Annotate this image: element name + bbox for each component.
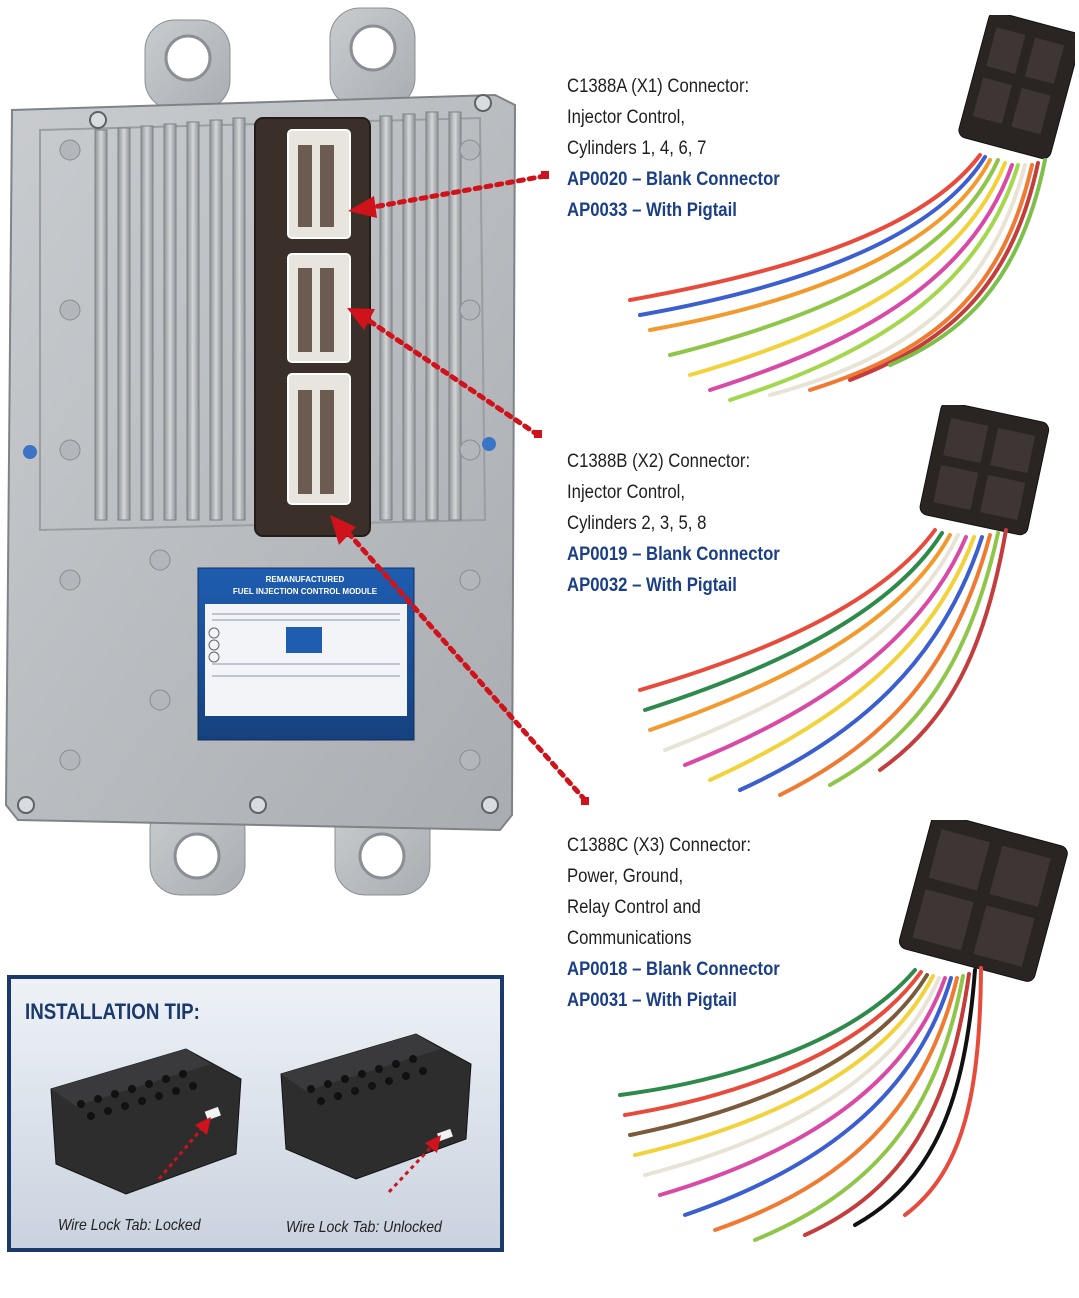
connector-x1-cylinders: Cylinders 1, 4, 6, 7 bbox=[567, 138, 707, 159]
connector-locked-image bbox=[50, 1048, 242, 1195]
connector-x3-function-1: Power, Ground, bbox=[567, 866, 684, 887]
connector-x3-part-blank: AP0018 – Blank Connector bbox=[567, 959, 780, 980]
connector-x2-description: C1388B (X2) Connector: Injector Control,… bbox=[567, 446, 780, 601]
pigtail-x1-image bbox=[628, 15, 1075, 402]
arrow-x2-line bbox=[365, 317, 541, 438]
connector-x2-title: C1388B (X2) Connector: bbox=[567, 451, 751, 472]
arrow-x2-head bbox=[347, 308, 375, 330]
arrow-x3-head bbox=[330, 515, 356, 545]
connector-unlocked-image bbox=[280, 1033, 472, 1180]
connector-x1-function: Injector Control, bbox=[567, 107, 686, 128]
connector-x2-cylinders: Cylinders 2, 3, 5, 8 bbox=[567, 513, 707, 534]
connector-x3-function-2: Relay Control and bbox=[567, 897, 701, 918]
pigtail-x2-image bbox=[638, 405, 1050, 797]
unlocked-caption: Wire Lock Tab: Unlocked bbox=[286, 1219, 442, 1236]
arrow-x1-line bbox=[365, 173, 548, 211]
connector-x3-function-3: Communications bbox=[567, 928, 692, 949]
connector-x2-function: Injector Control, bbox=[567, 482, 686, 503]
installation-tip-box: INSTALLATION TIP: Wire Lock Tab: Locked … bbox=[7, 975, 504, 1252]
connector-x3-title: C1388C (X3) Connector: bbox=[567, 835, 752, 856]
connector-x3-part-pigtail: AP0031 – With Pigtail bbox=[567, 990, 737, 1011]
locked-caption: Wire Lock Tab: Locked bbox=[58, 1217, 201, 1234]
arrow-x1-head bbox=[348, 196, 377, 218]
fuel-injection-control-module-image: REMANUFACTURED FUEL INJECTION CONTROL MO… bbox=[4, 7, 517, 896]
connector-x2-part-blank: AP0019 – Blank Connector bbox=[567, 544, 780, 565]
connector-x1-part-blank: AP0020 – Blank Connector bbox=[567, 169, 780, 190]
locked-arrow bbox=[157, 1117, 211, 1180]
connector-x2-part-pigtail: AP0032 – With Pigtail bbox=[567, 575, 737, 596]
connector-x1-description: C1388A (X1) Connector: Injector Control,… bbox=[567, 71, 780, 226]
connector-x3-description: C1388C (X3) Connector: Power, Ground, Re… bbox=[567, 830, 780, 1016]
connector-x1-title: C1388A (X1) Connector: bbox=[567, 76, 750, 97]
pigtail-x3-image bbox=[618, 820, 1068, 1242]
unlocked-arrow bbox=[387, 1135, 441, 1194]
connector-x1-part-pigtail: AP0033 – With Pigtail bbox=[567, 200, 737, 221]
arrow-x3-line bbox=[347, 532, 588, 803]
module-label-line1: REMANUFACTURED bbox=[266, 575, 345, 584]
installation-tip-title: INSTALLATION TIP: bbox=[25, 999, 200, 1024]
module-label-line2: FUEL INJECTION CONTROL MODULE bbox=[233, 587, 378, 596]
